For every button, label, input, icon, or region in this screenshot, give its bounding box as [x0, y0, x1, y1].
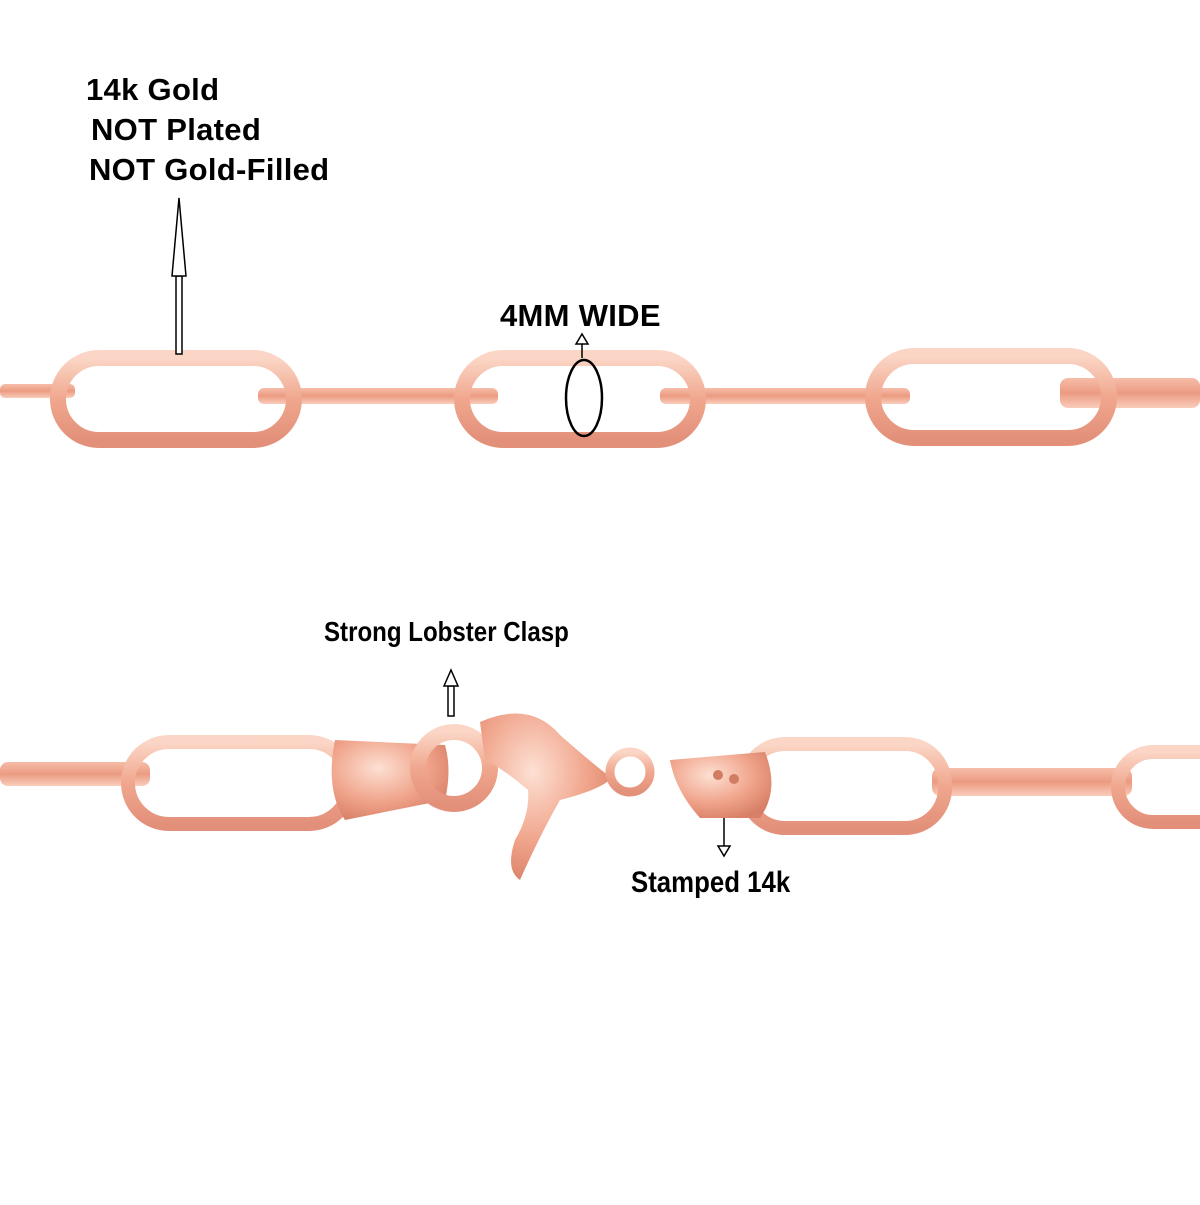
jump-ring [605, 747, 655, 797]
top-chain [0, 348, 1200, 448]
material-label-line-1: 14k Gold [86, 72, 220, 107]
bottom-chain [0, 713, 1200, 880]
chain-link-flat [0, 762, 150, 786]
chain-link-open [454, 350, 706, 448]
chain-link-flat [932, 768, 1132, 796]
right-end-cap [670, 752, 772, 818]
chain-link-open [1111, 745, 1200, 829]
material-label-line-2: NOT Plated [91, 112, 262, 147]
clasp-arrow [442, 668, 460, 717]
stamp-mark [713, 770, 723, 780]
stamp-label: Stamped 14k [631, 866, 791, 899]
width-indicator [564, 332, 604, 438]
spring-ring [410, 724, 498, 812]
lobster-clasp [480, 713, 612, 880]
chain-link-open [738, 737, 952, 835]
stamp-mark [729, 774, 739, 784]
width-arrow-head [574, 332, 590, 345]
chain-link-flat [258, 388, 498, 404]
clasp-label: Strong Lobster Clasp [324, 616, 569, 647]
width-label: 4MM WIDE [500, 298, 661, 333]
chain-link-open [865, 348, 1117, 446]
chain-link-flat [660, 388, 910, 404]
width-ellipse [564, 358, 604, 438]
stamp-arrow [716, 818, 732, 858]
material-arrow [171, 197, 187, 355]
chain-link-open [50, 350, 302, 448]
chain-link-open [121, 735, 357, 831]
chain-link-flat [1060, 378, 1200, 408]
material-label-line-3: NOT Gold-Filled [89, 152, 330, 187]
